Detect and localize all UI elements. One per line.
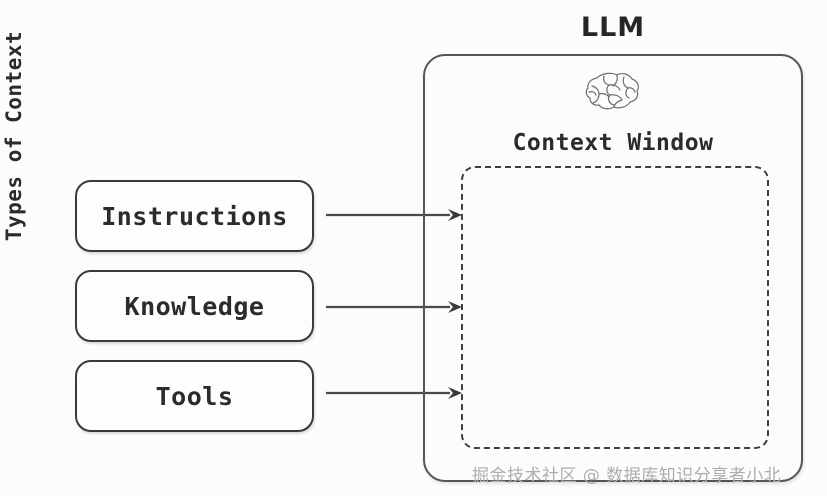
types-of-context-label: Types of Context xyxy=(2,30,26,242)
llm-title: LLM xyxy=(580,12,646,43)
context-type-tools[interactable]: Tools xyxy=(75,360,314,432)
watermark: 掘金技术社区 @ 数据库知识分享者小北 xyxy=(472,466,782,486)
context-window-area xyxy=(461,166,769,449)
context-type-instructions[interactable]: Instructions xyxy=(75,180,314,252)
brain-icon xyxy=(585,72,639,110)
arrow-tools-to-context-window-icon xyxy=(326,387,462,399)
arrow-knowledge-to-context-window-icon xyxy=(326,301,462,313)
context-type-label: Tools xyxy=(155,381,234,411)
context-type-label: Instructions xyxy=(101,201,288,231)
context-window-label: Context Window xyxy=(512,130,714,156)
context-type-label: Knowledge xyxy=(124,291,265,321)
arrow-instructions-to-context-window-icon xyxy=(326,209,462,221)
llm-container xyxy=(423,54,803,482)
context-type-knowledge[interactable]: Knowledge xyxy=(75,270,314,342)
